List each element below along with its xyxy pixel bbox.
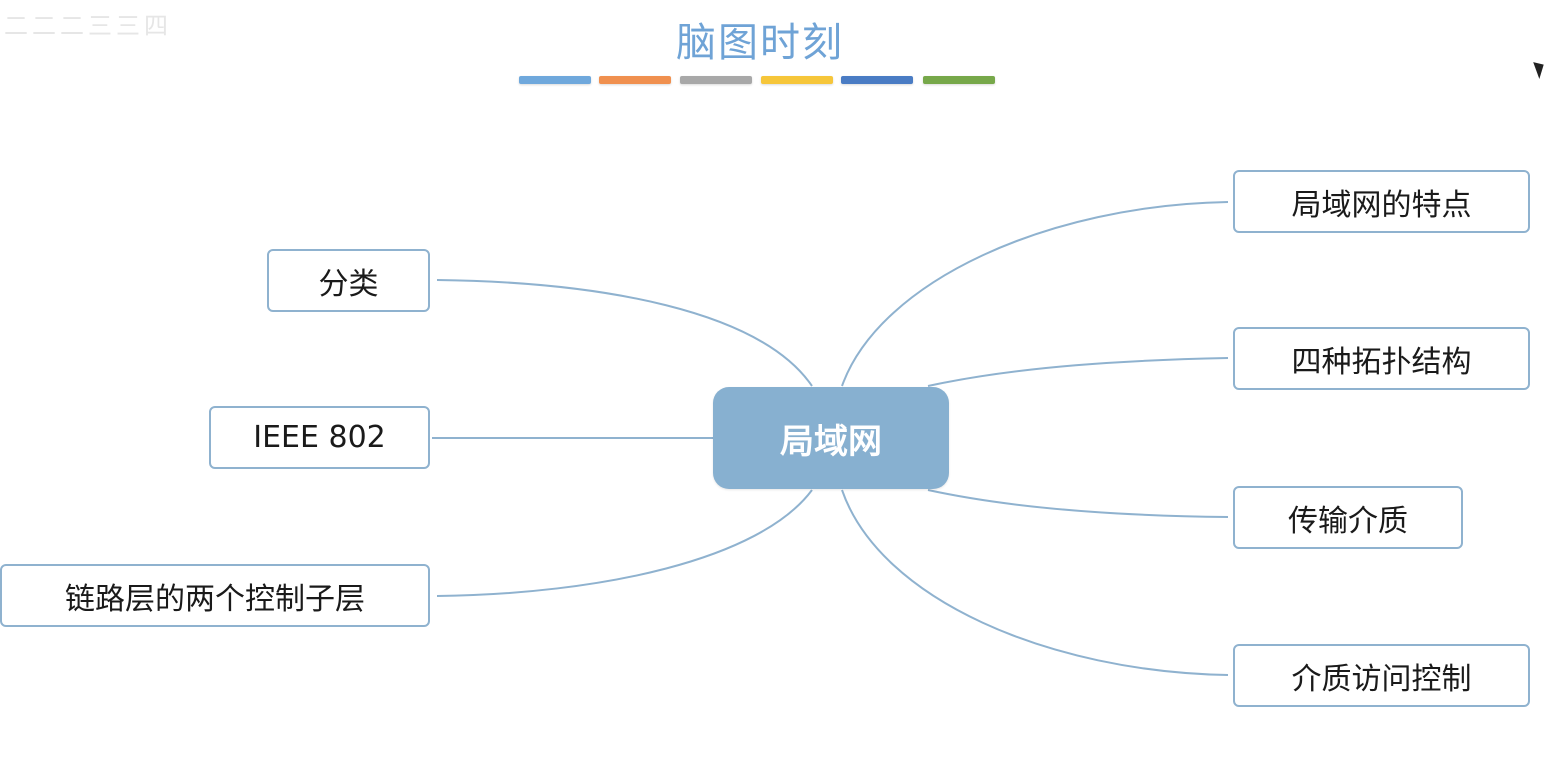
link-mac — [841, 489, 1229, 676]
central-topic-node[interactable]: 局域网 — [713, 387, 949, 489]
branch-node-sublayers[interactable]: 链路层的两个控制子层 — [0, 564, 430, 627]
branch-node-features[interactable]: 局域网的特点 — [1233, 170, 1530, 233]
link-medium — [927, 489, 1229, 518]
color-bar-green — [923, 76, 995, 84]
branch-node-ieee-802[interactable]: IEEE 802 — [209, 406, 430, 469]
color-bar-blue — [519, 76, 591, 84]
color-bar-orange — [599, 76, 671, 84]
link-features — [841, 201, 1229, 387]
faded-header-text: 二二二三三四 — [4, 12, 172, 40]
branch-node-topology[interactable]: 四种拓扑结构 — [1233, 327, 1530, 390]
color-bar-gray — [680, 76, 752, 84]
color-bar-dark-blue — [841, 76, 913, 84]
link-fenlei — [436, 279, 813, 387]
branch-node-fenlei[interactable]: 分类 — [267, 249, 430, 312]
page-title: 脑图时刻 — [676, 20, 844, 66]
link-topology — [927, 357, 1229, 387]
branch-node-medium[interactable]: 传输介质 — [1233, 486, 1463, 549]
link-sublayers — [436, 489, 813, 597]
branch-node-mac[interactable]: 介质访问控制 — [1233, 644, 1530, 707]
color-bar-yellow — [761, 76, 833, 84]
